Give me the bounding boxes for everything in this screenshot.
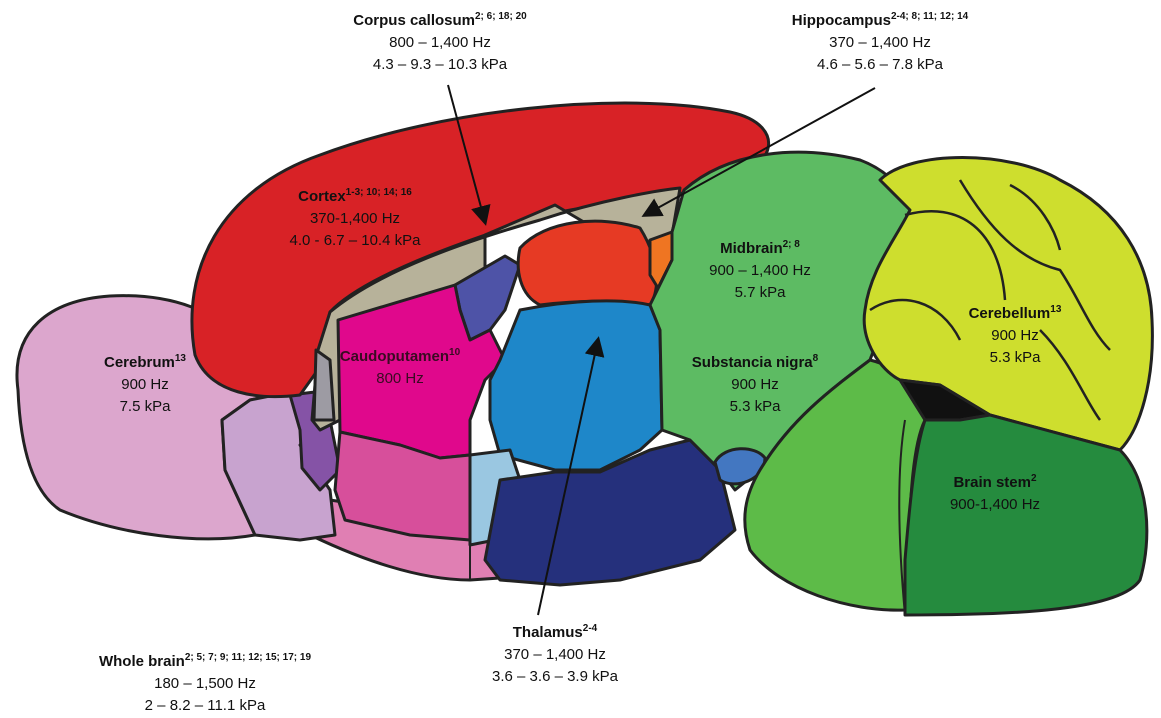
label-name: Corpus callosum [353, 12, 475, 29]
label-hippocampus: Hippocampus2-4; 8; 11; 12; 14 370 – 1,40… [770, 10, 990, 76]
frequency-range: 800 – 1,400 Hz [389, 34, 491, 51]
label-substancia-nigra: Substancia nigra8 900 Hz 5.3 kPa [680, 352, 830, 418]
frequency-range: 900 – 1,400 Hz [709, 262, 811, 279]
stiffness-range: 4.6 – 5.6 – 7.8 kPa [817, 56, 943, 73]
frequency-range: 370 – 1,400 Hz [504, 646, 606, 663]
label-midbrain: Midbrain2; 8 900 – 1,400 Hz 5.7 kPa [690, 238, 830, 304]
label-name: Brain stem [953, 474, 1031, 491]
stiffness-range: 7.5 kPa [119, 398, 171, 415]
label-brain-stem: Brain stem2 900-1,400 Hz [925, 472, 1065, 516]
frequency-range: 900-1,400 Hz [949, 496, 1041, 513]
cerebellum-region [862, 156, 1154, 452]
frequency-range: 370 – 1,400 Hz [829, 34, 931, 51]
label-cortex: Cortex1-3; 10; 14; 16 370-1,400 Hz 4.0 -… [255, 186, 455, 252]
brain-stem-region [903, 413, 1149, 617]
reference-numbers: 13 [174, 353, 186, 364]
stiffness-range: 4.3 – 9.3 – 10.3 kPa [372, 56, 508, 73]
cerebellum-fold [869, 298, 962, 341]
thalamus-arrow [537, 336, 605, 616]
label-name: Cerebellum [968, 305, 1051, 322]
corpus-callosum-arrow [447, 84, 491, 226]
reference-numbers: 2; 6; 18; 20 [475, 11, 527, 22]
label-name: Thalamus [512, 624, 583, 641]
stiffness-range: 5.3 kPa [989, 349, 1041, 366]
label-name: Midbrain [720, 240, 783, 257]
cerebellum-fold [958, 179, 1111, 351]
stiffness-range: 5.7 kPa [734, 284, 786, 301]
frequency-range: 800 Hz [376, 370, 424, 387]
frequency-range: 900 Hz [121, 376, 169, 393]
hypothalamus-ventral-region [483, 438, 737, 587]
label-name: Cortex [298, 188, 346, 205]
label-whole-brain: Whole brain2; 5; 7; 9; 11; 12; 15; 17; 1… [60, 651, 350, 717]
stiffness-range: 5.3 kPa [729, 398, 781, 415]
hippocampus-arrow [641, 87, 876, 217]
label-corpus-callosum: Corpus callosum2; 6; 18; 20 800 – 1,400 … [330, 10, 550, 76]
label-name: Caudoputamen [339, 348, 450, 365]
reference-numbers: 2; 8 [782, 239, 800, 250]
reference-numbers: 1-3; 10; 14; 16 [345, 187, 412, 198]
cerebellum-fold [1039, 329, 1102, 421]
hippocampus-region [516, 219, 659, 307]
label-name: Hippocampus [791, 12, 891, 29]
reference-numbers: 8 [812, 353, 819, 364]
frequency-range: 900 Hz [731, 376, 779, 393]
stiffness-range: 4.0 - 6.7 – 10.4 kPa [289, 232, 421, 249]
label-name: Whole brain [98, 653, 185, 670]
septum-region [312, 348, 336, 422]
reference-numbers: 2-4; 8; 11; 12; 14 [890, 11, 969, 22]
reference-numbers: 2; 5; 7; 9; 11; 12; 15; 17; 19 [184, 652, 312, 663]
label-thalamus: Thalamus2-4 370 – 1,400 Hz 3.6 – 3.6 – 3… [460, 622, 650, 688]
frequency-range: 370-1,400 Hz [309, 210, 401, 227]
frequency-range: 180 – 1,500 Hz [154, 675, 256, 692]
reference-numbers: 2-4 [582, 623, 598, 634]
stiffness-range: 2 – 8.2 – 11.1 kPa [144, 697, 266, 714]
label-name: Substancia nigra [691, 354, 813, 371]
frequency-range: 900 Hz [991, 327, 1039, 344]
reference-numbers: 10 [449, 347, 461, 358]
cerebellum-fold [1009, 183, 1062, 251]
reference-numbers: 2 [1030, 473, 1037, 484]
label-caudoputamen: Caudoputamen10 800 Hz [330, 346, 470, 390]
label-cerebellum: Cerebellum13 900 Hz 5.3 kPa [950, 303, 1080, 369]
region-boundary [898, 419, 906, 616]
reference-numbers: 13 [1050, 304, 1062, 315]
stiffness-range: 3.6 – 3.6 – 3.9 kPa [492, 668, 618, 685]
substancia-nigra-mark [713, 447, 767, 486]
cerebellum-fold [904, 210, 1007, 301]
label-name: Cerebrum [104, 354, 175, 371]
label-cerebrum: Cerebrum13 900 Hz 7.5 kPa [80, 352, 210, 418]
